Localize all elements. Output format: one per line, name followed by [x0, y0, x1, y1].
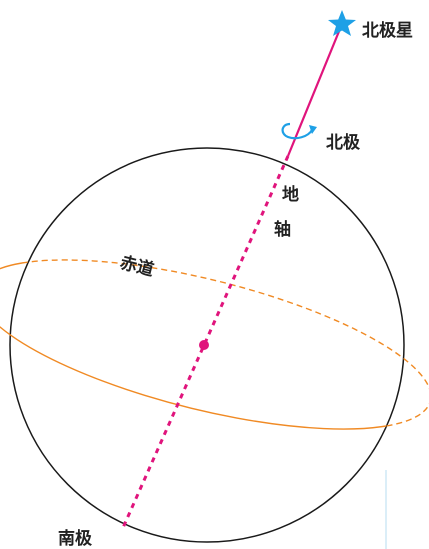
rotation-arrow-icon [281, 122, 317, 140]
equator-label: 赤道 [118, 252, 156, 281]
equator-front-half [0, 262, 387, 430]
globe-outline [9, 147, 405, 543]
star-icon [328, 10, 356, 36]
axis-solid-segment [286, 23, 344, 157]
south-pole-label: 南极 [58, 528, 92, 549]
equator-back-half [21, 259, 429, 427]
north-pole-label: 北极 [326, 133, 360, 153]
center-dot-icon [199, 340, 209, 350]
axis-label-char-1: 地 [282, 184, 299, 205]
pole-star-label: 北极星 [362, 21, 413, 41]
axis-label-char-2: 轴 [274, 219, 291, 240]
